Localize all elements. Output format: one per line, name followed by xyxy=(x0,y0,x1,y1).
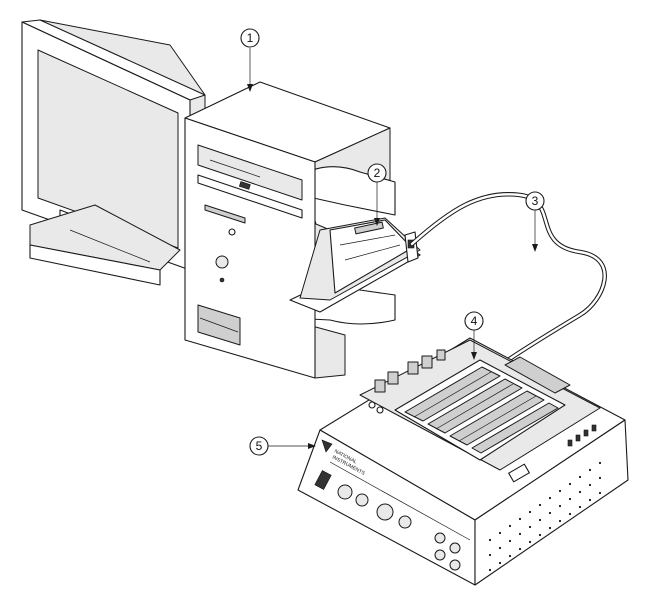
callout-4: 4 xyxy=(464,311,484,360)
daq-pci-card xyxy=(289,217,421,313)
callout-3-label: 3 xyxy=(532,194,539,208)
bnc-connectors xyxy=(368,349,446,414)
callout-4-label: 4 xyxy=(471,314,478,328)
callout-5-label: 5 xyxy=(256,439,263,453)
callout-2-label: 2 xyxy=(374,166,381,180)
breadboard-strip-3 xyxy=(449,390,545,446)
callout-2: 2 xyxy=(367,163,387,226)
toggle-switches xyxy=(567,424,597,447)
floppy-drive xyxy=(204,204,246,224)
prototyping-workstation: NATIONAL INSTRUMENTS xyxy=(297,337,629,586)
vent-grille xyxy=(488,461,602,572)
computer-tower xyxy=(184,81,396,379)
front-panel xyxy=(314,461,471,571)
computer-monitor xyxy=(21,19,206,286)
shielded-cable xyxy=(409,192,607,365)
board-cable-connector xyxy=(504,356,571,394)
callout-3: 3 xyxy=(525,191,545,252)
callout-5: 5 xyxy=(249,436,316,456)
power-button-icon xyxy=(215,255,229,269)
optical-drive xyxy=(197,144,303,201)
callout-1-label: 1 xyxy=(247,31,254,45)
prototyping-board xyxy=(394,359,566,461)
callout-1: 1 xyxy=(240,28,260,92)
monitor-screen xyxy=(37,49,179,249)
breadboard-strip-4 xyxy=(471,402,559,454)
